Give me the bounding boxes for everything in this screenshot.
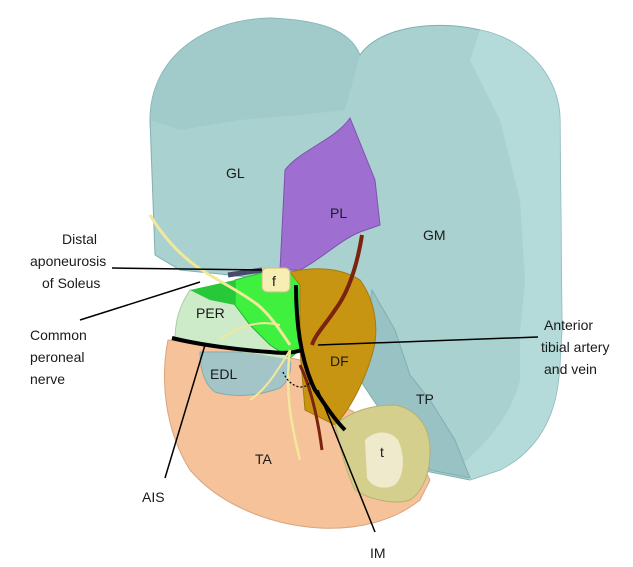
callout-peroneal-3: nerve <box>30 371 65 387</box>
label-t: t <box>380 444 384 460</box>
callout-peroneal-2: peroneal <box>30 349 85 365</box>
callout-ais: AIS <box>142 489 165 505</box>
callout-anterior-3: and vein <box>544 361 597 377</box>
label-pl: PL <box>330 205 347 221</box>
label-edl: EDL <box>210 366 237 382</box>
label-f: f <box>272 273 276 289</box>
label-df: DF <box>330 353 349 369</box>
label-ta: TA <box>255 451 273 467</box>
callout-peroneal-1: Common <box>30 327 87 343</box>
callout-distal-2: aponeurosis <box>30 253 106 269</box>
label-gm: GM <box>423 227 446 243</box>
callout-im: IM <box>370 545 386 561</box>
label-gl: GL <box>226 165 245 181</box>
label-per: PER <box>196 305 225 321</box>
callout-distal-3: of Soleus <box>42 275 100 291</box>
callout-distal-1: Distal <box>62 231 97 247</box>
fibula-shape <box>262 268 290 292</box>
callout-anterior-1: Anterior <box>544 317 593 333</box>
tibia-inner <box>365 433 403 488</box>
label-tp: TP <box>416 391 434 407</box>
callout-anterior-2: tibial artery <box>541 339 609 355</box>
